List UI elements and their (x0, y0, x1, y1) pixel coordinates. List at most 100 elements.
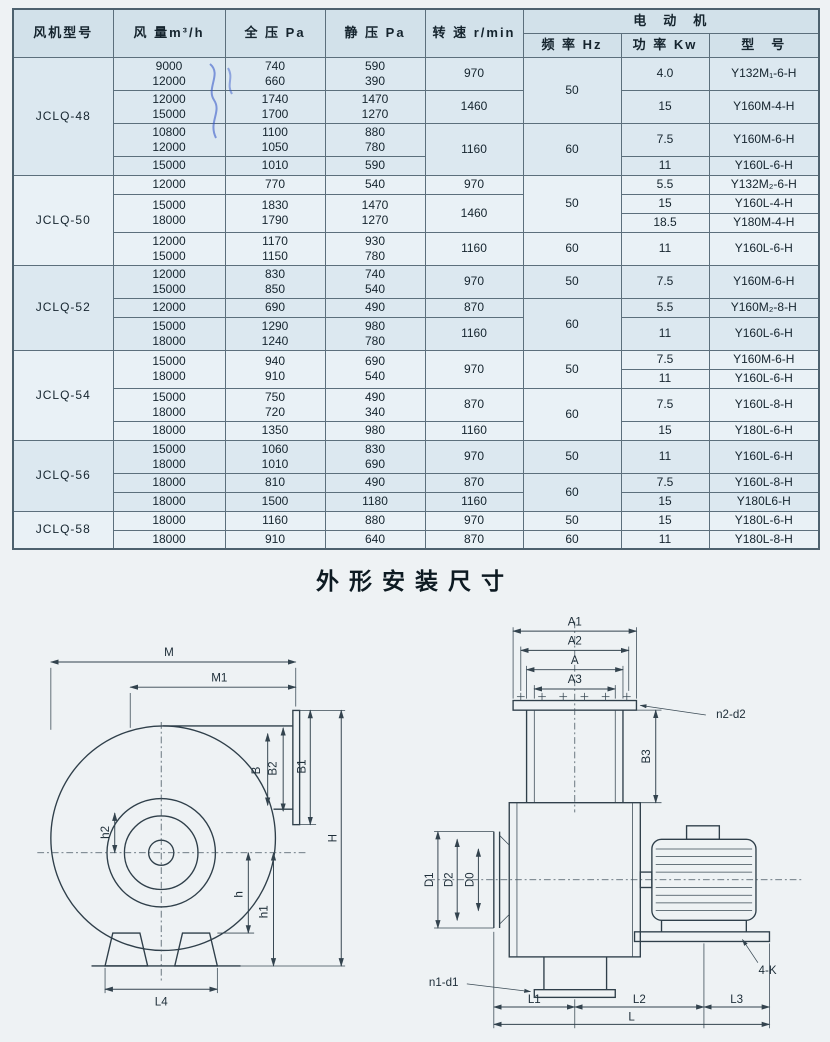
cell-static-pressure: 980 (324, 420, 426, 441)
cell-power: 5.5 (620, 174, 710, 195)
cell-speed: 1160 (424, 122, 524, 176)
header-flow: 风 量m³/h (112, 8, 226, 58)
table-row: 15000 18000 750 720 490 340 870 60 7.5 Y… (13, 387, 820, 441)
cell-speed: 1160 (424, 316, 524, 351)
cell-speed: 870 (424, 529, 524, 550)
table-row: JCLQ-56 15000 18000 1060 1010 830 690 97… (12, 439, 820, 512)
cell-speed: 870 (424, 387, 524, 422)
cell-motor-model: Y160L-6-H (708, 316, 820, 351)
cell-model: JCLQ-48 (12, 56, 114, 176)
cell-motor-model: Y160L-8-H (708, 387, 820, 422)
center-lines (428, 621, 803, 881)
cell-total-pressure: 1100 1050 (224, 122, 326, 157)
dim-label-h2: h2 (99, 826, 112, 839)
cell-speed: 870 (424, 472, 524, 493)
table-header: 风机型号 风 量m³/h 全 压 Pa 静 压 Pa 转 速 r/min 电 动… (12, 8, 820, 58)
cell-motor-model: Y180L-6-H (708, 510, 820, 531)
cell-model: JCLQ-58 (12, 510, 114, 550)
cell-flow: 18000 (112, 529, 226, 550)
cell-flow: 18000 (112, 420, 226, 441)
table-row: 12000 15000 1740 1700 1470 1270 1460 15 … (13, 89, 820, 124)
cell-static-pressure: 1470 1270 (324, 193, 426, 233)
cell-flow: 18000 (112, 491, 226, 512)
table-row: 12000 690 490 870 60 5.5 Y160M₂-8-H (13, 297, 820, 351)
cell-static-pressure: 980 780 (324, 316, 426, 351)
dim-label-h: h (233, 891, 246, 897)
cell-speed: 1460 (424, 89, 524, 124)
cell-power: 15 (620, 193, 710, 214)
cell-static-pressure: 880 780 (324, 122, 426, 157)
cell-flow: 9000 12000 (112, 56, 226, 91)
cell-frequency: 60 (522, 472, 622, 512)
fan-casing (493, 802, 642, 999)
dim-label-B1: B1 (295, 759, 308, 773)
header-total-pressure: 全 压 Pa (224, 8, 326, 58)
dim-label-M1: M1 (211, 671, 227, 684)
cell-flow: 12000 15000 (112, 231, 226, 266)
installation-drawings: M M1 B B2 B1 h2 h h1 H L4 (12, 600, 818, 1042)
dim-label-n1-d1: n1-d1 (429, 977, 459, 989)
cell-flow: 15000 18000 (112, 349, 226, 389)
table-row: JCLQ-48 9000 12000 740 660 590 390 970 5… (12, 56, 820, 176)
dim-label-D0: D0 (465, 872, 477, 887)
table-row: 18000 910 640 870 60 11 Y180L-8-H (13, 529, 820, 550)
cell-power: 15 (620, 510, 710, 531)
dim-label-A1: A1 (568, 616, 582, 628)
cell-flow: 12000 15000 (112, 264, 226, 299)
cell-motor-model: Y160L-6-H (708, 439, 820, 474)
dim-label-B3: B3 (641, 749, 653, 763)
cell-total-pressure: 770 (224, 174, 326, 195)
cell-speed: 1160 (424, 231, 524, 266)
header-motor-model: 型 号 (708, 32, 820, 58)
header-speed: 转 速 r/min (424, 8, 524, 58)
cell-static-pressure: 1470 1270 (324, 89, 426, 124)
cell-power: 7.5 (620, 264, 710, 299)
cell-speed: 970 (424, 264, 524, 299)
cell-model: JCLQ-56 (12, 439, 114, 512)
model-group-jclq52: JCLQ-52 12000 15000 830 850 740 540 970 … (12, 264, 820, 351)
dim-label-A: A (571, 655, 579, 667)
cell-total-pressure: 1060 1010 (224, 439, 326, 474)
model-group-jclq48: JCLQ-48 9000 12000 740 660 590 390 970 5… (12, 56, 820, 176)
cell-power: 11 (620, 529, 710, 550)
cell-motor-model: Y132M₁-6-H (708, 56, 820, 91)
table-row: 11 Y160L-6-H (13, 368, 820, 389)
cell-power: 11 (620, 368, 710, 389)
cell-model: JCLQ-52 (12, 264, 114, 351)
cell-frequency: 60 (522, 387, 622, 441)
table-row: 15000 1010 590 11 Y160L-6-H (13, 155, 820, 176)
cell-power: 7.5 (620, 387, 710, 422)
header-static-pressure: 静 压 Pa (324, 8, 426, 58)
cell-total-pressure: 1500 (224, 491, 326, 512)
cell-static-pressure: 880 (324, 510, 426, 531)
cell-total-pressure: 1740 1700 (224, 89, 326, 124)
table-row: JCLQ-52 12000 15000 830 850 740 540 970 … (12, 264, 820, 351)
cell-total-pressure: 740 660 (224, 56, 326, 91)
cell-power: 11 (620, 155, 710, 176)
cell-motor-model: Y180L6-H (708, 491, 820, 512)
cell-power: 11 (620, 439, 710, 474)
center-lines (37, 722, 307, 982)
cell-static-pressure: 930 780 (324, 231, 426, 266)
cell-static-pressure: 490 (324, 472, 426, 493)
cell-motor-model: Y180M-4-H (708, 212, 820, 233)
cell-total-pressure: 1010 (224, 155, 326, 176)
motor (634, 825, 771, 943)
cell-speed: 970 (424, 174, 524, 195)
cell-total-pressure: 1830 1790 (224, 193, 326, 233)
cell-power: 15 (620, 89, 710, 124)
table-row: 10800 12000 1100 1050 880 780 1160 60 7.… (13, 122, 820, 176)
table-row: JCLQ-50 12000 770 540 970 50 5.5 Y132M₂-… (12, 174, 820, 266)
dim-label-B: B (250, 766, 263, 774)
page-title: 外形安装尺寸 (316, 568, 514, 594)
dim-label-A3: A3 (568, 674, 582, 686)
dim-label-A2: A2 (568, 636, 582, 648)
fan-side-view-drawing: M M1 B B2 B1 h2 h h1 H L4 (37, 646, 346, 1009)
cell-flow: 12000 15000 (112, 89, 226, 124)
table-row: JCLQ-54 15000 18000 940 910 690 540 970 … (12, 349, 820, 441)
cell-power: 7.5 (620, 472, 710, 493)
dim-label-D1: D1 (424, 872, 436, 887)
cell-total-pressure: 940 910 (224, 349, 326, 389)
cell-static-pressure: 690 540 (324, 349, 426, 389)
cell-speed: 1460 (424, 193, 524, 233)
